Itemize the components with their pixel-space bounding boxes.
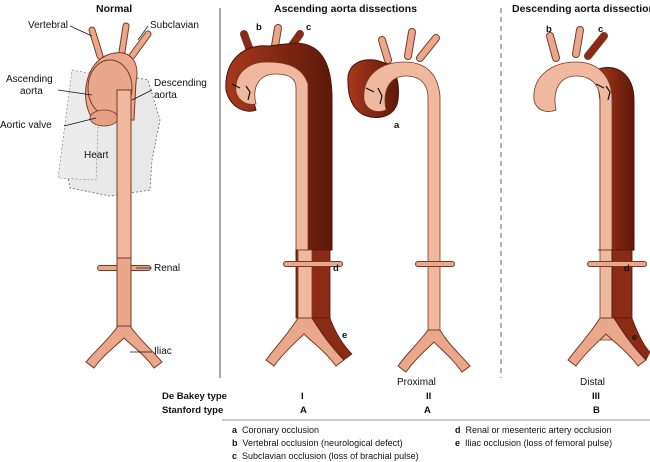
label-aortic-valve: Aortic valve: [0, 120, 52, 131]
label-iliac: Iliac: [154, 346, 172, 357]
header-ascending: Ascending aorta dissections: [274, 3, 417, 15]
fig3-letter-c: c: [598, 24, 604, 35]
legend-text: Iliac occlusion (loss of femoral pulse): [465, 438, 613, 448]
debakey-type-1: I: [301, 391, 304, 402]
aortic-valve: [89, 109, 119, 127]
stanford-type-3: B: [593, 405, 600, 416]
fig3-letter-b: b: [546, 24, 552, 35]
iliac-arteries: [85, 325, 163, 369]
label-ascending-aorta-2: aorta: [20, 86, 43, 97]
label-ascending-aorta-1: Ascending: [6, 74, 53, 85]
legend-text: Vertebral occlusion (neurological defect…: [242, 438, 403, 448]
debakey-type-2: II: [426, 391, 432, 402]
label-descending-aorta-1: Descending: [154, 78, 207, 89]
legend-text: Subclavian occlusion (loss of brachial p…: [242, 451, 419, 461]
label-subclavian: Subclavian: [150, 20, 199, 31]
label-heart: Heart: [84, 150, 109, 161]
legend-item-d: d Renal or mesenteric artery occlusion: [455, 424, 612, 436]
fig2-letter-a: a: [394, 120, 400, 131]
label-proximal: Proximal: [397, 377, 436, 388]
legend-key: a: [232, 425, 238, 435]
aorta-type-3: [533, 26, 650, 367]
aorta-type-2: [347, 28, 471, 373]
abdominal-aorta: [116, 257, 132, 331]
fig3-letter-d: d: [624, 263, 630, 274]
descending-aorta: [116, 89, 132, 266]
fig1-letter-c: c: [306, 22, 312, 33]
legend-key: e: [455, 438, 461, 448]
legend-key: c: [232, 451, 238, 461]
aorta-type-1: [225, 24, 353, 367]
legend-item-a: a Coronary occlusion: [232, 424, 319, 436]
stanford-label: Stanford type: [162, 405, 224, 416]
label-distal: Distal: [580, 377, 606, 388]
label-descending-aorta-2: aorta: [154, 90, 177, 101]
legend-item-b: b Vertebral occlusion (neurological defe…: [232, 437, 403, 449]
fig1-letter-b: b: [256, 22, 262, 33]
fig1-letter-d: d: [333, 263, 339, 274]
legend-item-e: e Iliac occlusion (loss of femoral pulse…: [455, 437, 612, 449]
label-vertebral: Vertebral: [28, 20, 69, 31]
fig3-letter-e: e: [632, 332, 638, 343]
legend-text: Coronary occlusion: [242, 425, 320, 435]
header-normal: Normal: [96, 3, 133, 15]
leader-lines: [57, 25, 153, 353]
debakey-label: De Bakey type: [162, 391, 227, 402]
debakey-type-3: III: [592, 391, 600, 402]
legend-key: b: [232, 438, 238, 448]
normal-aorta: [57, 22, 163, 369]
header-descending: Descending aorta dissections: [512, 3, 650, 15]
legend-text: Renal or mesenteric artery occlusion: [465, 425, 612, 435]
stanford-type-1: A: [300, 405, 307, 416]
label-renal: Renal: [154, 263, 181, 274]
fig1-letter-e: e: [342, 330, 348, 341]
stanford-type-2: A: [424, 405, 431, 416]
legend-key: d: [455, 425, 461, 435]
legend-item-c: c Subclavian occlusion (loss of brachial…: [232, 450, 419, 462]
